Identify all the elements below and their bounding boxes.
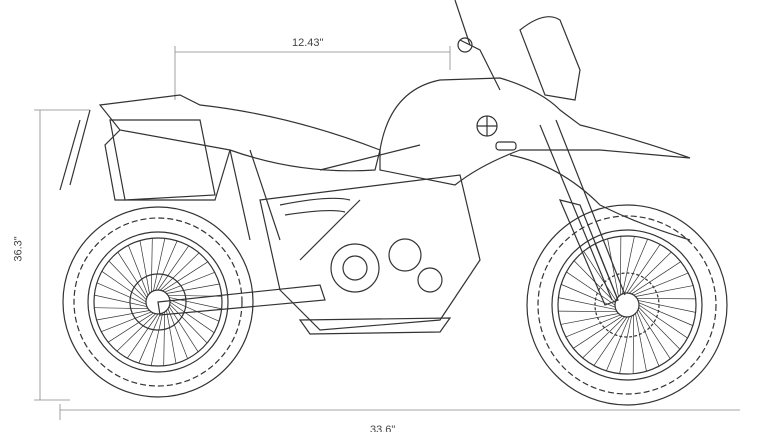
spoke (139, 240, 150, 294)
front-wheel (526, 204, 728, 406)
spoke (167, 308, 188, 359)
spoke (638, 307, 681, 350)
spoke (635, 313, 647, 372)
rear-wheel (62, 206, 254, 398)
spoke (637, 309, 671, 359)
spoke (94, 307, 149, 310)
engine (229, 144, 481, 335)
spoke (619, 236, 622, 296)
spoke (566, 271, 616, 306)
spoke (157, 245, 189, 291)
spoke (169, 299, 220, 322)
spoke (619, 316, 632, 374)
handlebar (454, 0, 581, 101)
spoke (565, 314, 621, 338)
spoke (166, 310, 177, 364)
spoke (561, 284, 616, 308)
swingarm (109, 119, 326, 316)
spoke (638, 302, 693, 326)
spoke (96, 282, 147, 305)
spoke (638, 304, 688, 339)
fuel-tank (379, 77, 691, 186)
spoke (128, 245, 149, 296)
front-fork (509, 119, 691, 306)
seat (59, 94, 381, 201)
spoke (153, 238, 166, 291)
spoke (155, 240, 178, 291)
spoke (635, 285, 694, 297)
dimension-top-length: 12.43" (292, 37, 324, 49)
spoke (101, 271, 147, 303)
spoke (166, 283, 220, 294)
spoke (583, 251, 617, 301)
spoke (138, 313, 161, 364)
spoke (164, 272, 215, 293)
spoke (631, 261, 681, 295)
spoke (558, 297, 616, 310)
spoke (633, 272, 689, 296)
spoke (573, 315, 623, 349)
dimension-lines (34, 46, 740, 420)
exhaust (109, 119, 216, 201)
spoke (108, 260, 147, 300)
spoke (107, 312, 154, 343)
spoke (163, 311, 166, 366)
dimension-height: 36.3" (12, 236, 25, 262)
spoke (558, 310, 618, 313)
spoke (632, 314, 635, 374)
spoke (116, 313, 156, 352)
spoke (117, 251, 148, 298)
spoke (636, 311, 660, 367)
spoke (127, 313, 159, 359)
spoke (169, 301, 215, 333)
spoke (593, 316, 628, 366)
spoke (582, 316, 625, 359)
spoke (169, 304, 208, 344)
spoke (607, 238, 619, 297)
spoke (150, 238, 153, 293)
dimension-bottom-length: 33.6" (370, 424, 396, 432)
spoke (560, 313, 619, 325)
spoke (638, 300, 696, 313)
spoke (150, 313, 163, 366)
spoke (624, 239, 648, 294)
spoke (101, 311, 152, 332)
spoke (96, 310, 150, 321)
spoke (636, 297, 696, 300)
spoke (626, 244, 661, 294)
spoke (162, 261, 209, 292)
spoke (606, 316, 630, 371)
spoke (94, 294, 147, 307)
spoke (622, 236, 635, 294)
spoke (160, 252, 200, 291)
spoke (629, 251, 672, 294)
